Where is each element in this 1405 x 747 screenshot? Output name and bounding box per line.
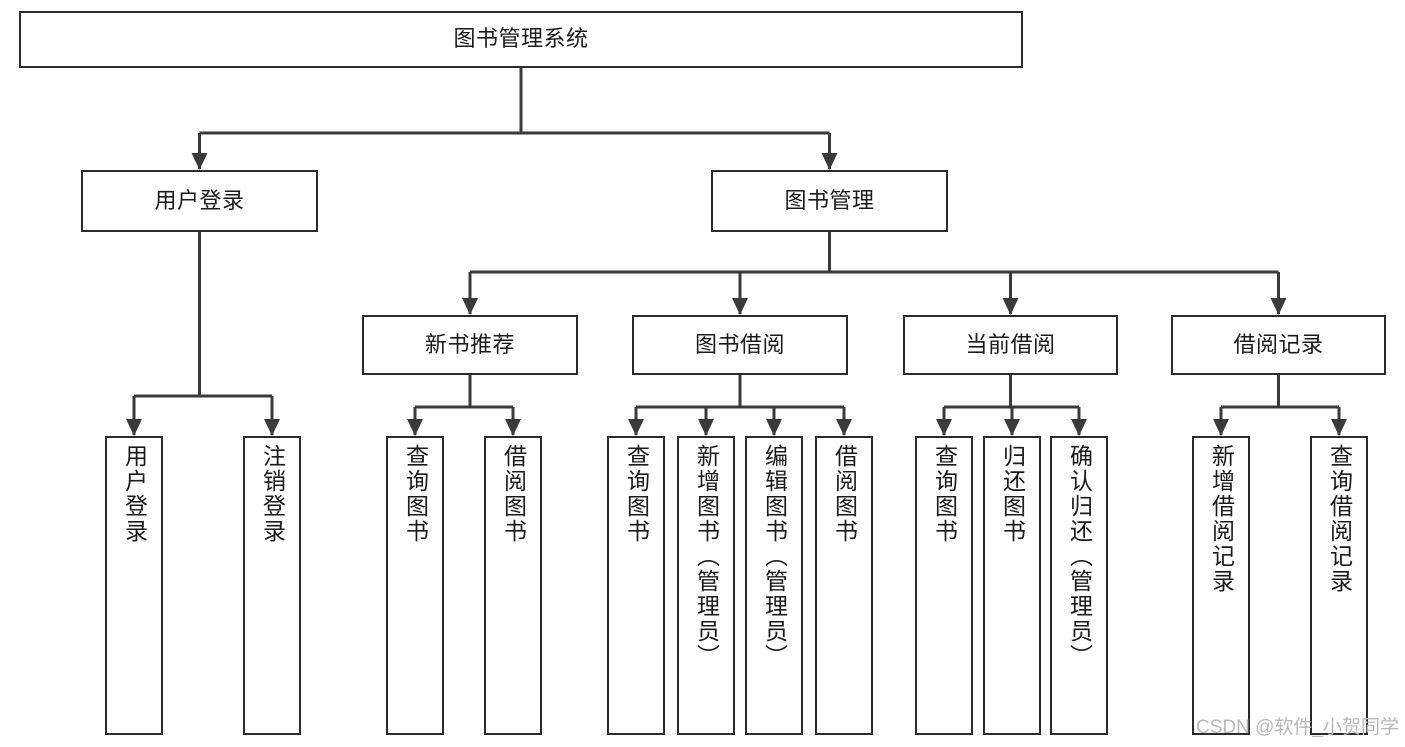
node-login-1[interactable]: 用户登录 xyxy=(105,436,163,735)
node-borrow-4[interactable]: 借阅图书 xyxy=(815,436,873,735)
node-records-2[interactable]: 查询借阅记录 xyxy=(1310,436,1368,735)
arrowhead-login-1 xyxy=(126,419,142,436)
node-label-records-1: 新增借阅记录 xyxy=(1208,444,1235,594)
node-label-login-2: 注销登录 xyxy=(259,444,286,544)
node-current-1[interactable]: 查询图书 xyxy=(915,436,973,735)
node-borrow[interactable]: 图书借阅 xyxy=(632,315,848,375)
arrowhead-borrow-4 xyxy=(836,419,852,436)
arrowhead-login-2 xyxy=(264,419,280,436)
arrowhead-current xyxy=(1002,298,1019,315)
node-records-1[interactable]: 新增借阅记录 xyxy=(1192,436,1250,735)
node-label-root: 图书管理系统 xyxy=(453,26,589,52)
node-login-2[interactable]: 注销登录 xyxy=(243,436,301,735)
node-current[interactable]: 当前借阅 xyxy=(903,315,1118,375)
arrowhead-current-3 xyxy=(1071,419,1087,436)
node-label-records-2: 查询借阅记录 xyxy=(1326,444,1353,594)
node-newbooks[interactable]: 新书推荐 xyxy=(362,315,578,375)
node-label-current-3: 确认归还（管理员） xyxy=(1066,444,1093,669)
watermark-label: CSDN @软件_小贺同学 xyxy=(1196,717,1399,738)
node-label-borrow-1: 查询图书 xyxy=(623,444,650,544)
node-label-current-1: 查询图书 xyxy=(931,444,958,544)
arrowhead-records xyxy=(1270,298,1287,315)
arrowhead-records-1 xyxy=(1213,419,1229,436)
arrowhead-newbooks xyxy=(462,298,478,315)
node-borrow-3[interactable]: 编辑图书（管理员） xyxy=(745,436,803,735)
arrowhead-borrow-3 xyxy=(766,419,782,436)
arrowhead-records-2 xyxy=(1331,419,1347,436)
node-records[interactable]: 借阅记录 xyxy=(1171,315,1386,375)
node-label-newbooks-2: 借阅图书 xyxy=(500,444,527,544)
node-current-2[interactable]: 归还图书 xyxy=(983,436,1041,735)
node-root[interactable]: 图书管理系统 xyxy=(19,11,1023,68)
arrowhead-current-1 xyxy=(936,419,952,436)
node-label-bookmgmt: 图书管理 xyxy=(784,187,875,213)
node-label-newbooks-1: 查询图书 xyxy=(402,444,429,544)
node-label-current-2: 归还图书 xyxy=(999,444,1026,544)
arrowhead-borrow-1 xyxy=(628,419,644,436)
node-label-records: 借阅记录 xyxy=(1233,331,1324,357)
node-borrow-2[interactable]: 新增图书（管理员） xyxy=(677,436,735,735)
arrowhead-bookmgmt xyxy=(821,153,838,170)
arrowhead-newbooks-2 xyxy=(505,419,521,436)
arrowhead-borrow-2 xyxy=(698,419,714,436)
node-login[interactable]: 用户登录 xyxy=(81,170,318,232)
node-borrow-1[interactable]: 查询图书 xyxy=(607,436,665,735)
node-newbooks-1[interactable]: 查询图书 xyxy=(386,436,444,735)
node-bookmgmt[interactable]: 图书管理 xyxy=(711,170,948,232)
node-label-newbooks: 新书推荐 xyxy=(424,331,515,357)
node-label-login-1: 用户登录 xyxy=(121,444,148,544)
arrowhead-borrow xyxy=(732,298,748,315)
node-current-3[interactable]: 确认归还（管理员） xyxy=(1050,436,1108,735)
arrowhead-login xyxy=(191,153,208,170)
node-newbooks-2[interactable]: 借阅图书 xyxy=(484,436,542,735)
arrowhead-current-2 xyxy=(1004,419,1020,436)
node-label-borrow: 图书借阅 xyxy=(694,331,785,357)
arrowhead-newbooks-1 xyxy=(407,419,423,436)
node-label-borrow-3: 编辑图书（管理员） xyxy=(761,444,788,669)
node-label-borrow-2: 新增图书（管理员） xyxy=(693,444,720,669)
node-label-borrow-4: 借阅图书 xyxy=(831,444,858,544)
node-label-current: 当前借阅 xyxy=(965,331,1056,357)
node-label-login: 用户登录 xyxy=(154,187,245,213)
